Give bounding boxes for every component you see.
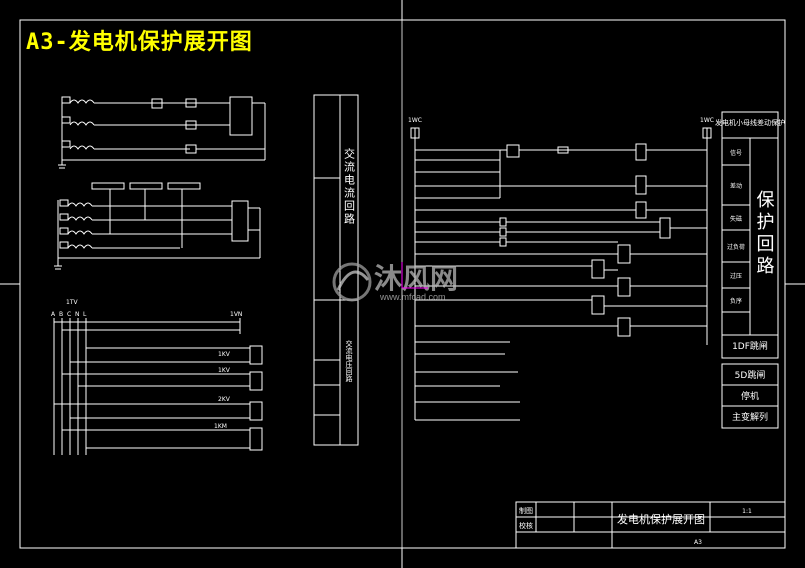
- bus-label: C: [67, 311, 71, 318]
- protection-loop-label: 保护回路: [754, 190, 775, 278]
- watermark-logo-icon: [332, 262, 372, 302]
- watermark: 沐风网 www.mfcad.com: [332, 262, 458, 302]
- bus-label: B: [59, 311, 63, 318]
- table-row: 5D跳闸: [735, 369, 766, 381]
- title-block-sheet: A3: [694, 539, 702, 546]
- relay-label: 1KV: [218, 367, 231, 374]
- ac-current-loop-label: 交流电流回路: [343, 147, 356, 226]
- table-row: 停机: [741, 390, 759, 402]
- title-block: [515, 501, 786, 549]
- tv-label: 1TV: [66, 299, 78, 306]
- title-block-scale: 1:1: [742, 508, 752, 515]
- voltage-bus-labels: A B C N L 1TV 1VN 1KV 1KV 2KV 1KM: [51, 299, 242, 430]
- side-label: 过压: [730, 272, 742, 280]
- side-label: 过负荷: [727, 243, 745, 251]
- watermark-url: www.mfcad.com: [379, 292, 446, 302]
- relay-label: 1KV: [218, 351, 231, 358]
- table-row: 主变解列: [732, 411, 768, 423]
- protection-dc-circuit: [410, 127, 712, 421]
- output-table-rows: 1DF跳闸 5D跳闸 停机 主变解列: [732, 340, 768, 423]
- watermark-brand: 沐风网: [374, 263, 458, 294]
- relay-label: 2KV: [218, 396, 231, 403]
- side-label: 失磁: [730, 215, 742, 223]
- title-block-drawing-title: 发电机保护展开图: [617, 512, 705, 526]
- ac-voltage-loop-label: 交流电压回路: [345, 339, 353, 383]
- current-transformer-circuit: [58, 96, 266, 169]
- bus-label-right: 1WC: [700, 117, 714, 124]
- protection-header: 发电机小母线差动保护: [715, 118, 785, 127]
- protection-side-table: [721, 111, 779, 429]
- bus-label: N: [75, 311, 80, 318]
- drawing-title: A3-发电机保护展开图: [26, 30, 253, 55]
- side-label: 信号: [730, 149, 742, 157]
- protection-side-labels: 信号 差动 失磁 过负荷 过压 负序: [727, 149, 745, 305]
- bus-label-left: 1WC: [408, 117, 422, 124]
- title-block-checked: 校核: [519, 521, 533, 530]
- side-label: 差动: [730, 182, 742, 190]
- differential-ct-circuit: [54, 182, 261, 270]
- side-label: 负序: [730, 297, 742, 305]
- table-row: 1DF跳闸: [732, 340, 768, 352]
- bus-label: L: [83, 311, 87, 318]
- bus-label: A: [51, 311, 56, 318]
- title-block-drawn: 制图: [519, 506, 533, 515]
- relay-label: 1VN: [230, 311, 242, 318]
- ucs-icon: [401, 262, 428, 289]
- relay-label: 1KM: [214, 423, 227, 430]
- voltage-bus-circuit: [53, 318, 263, 455]
